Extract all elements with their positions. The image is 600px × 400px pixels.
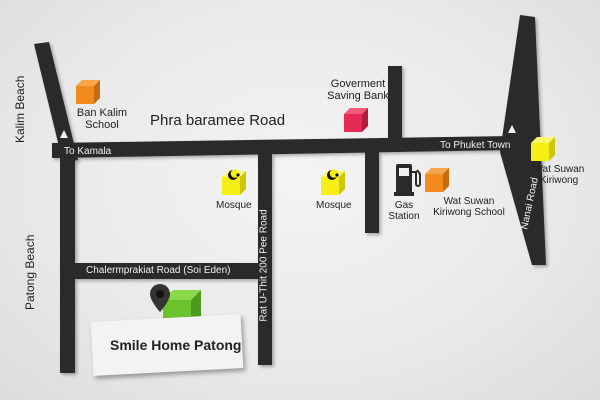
gas-line2: Station [388, 211, 420, 222]
kalim-beach-label: Kalim Beach [13, 75, 27, 143]
orange-cube-icon [425, 168, 449, 192]
wat-school-line2: Kiriwong School [433, 207, 505, 218]
kalim-road [34, 42, 78, 163]
patong-beach-label: Patong Beach [23, 234, 37, 310]
gas-line1: Gas [394, 200, 414, 211]
destination-label[interactable]: Smile Home Patong [110, 337, 242, 353]
bank-side-street [388, 66, 402, 144]
government-bank-label: Goverment Saving Bank [316, 78, 400, 102]
arrow-up-icon-kamala [60, 130, 68, 138]
crescent-star-icon [321, 169, 345, 195]
crescent-star-icon [222, 169, 246, 195]
orange-cube-icon [76, 80, 100, 104]
gas-station-label: Gas Station [384, 200, 424, 222]
gas-station-street [365, 148, 379, 233]
wat-suwan-school-label: Wat Suwan Kiriwong School [424, 196, 514, 218]
mosque-right-label: Mosque [316, 200, 352, 211]
phra-baramee-road-label: Phra baramee Road [150, 112, 286, 129]
rat-u-thit-road [258, 150, 272, 365]
to-phuket-town-label: To Phuket Town [440, 140, 511, 151]
wat-kiriwong-line2: Kiriwong [539, 175, 579, 186]
chalermprakiat-road [60, 263, 272, 279]
yellow-cube-icon [531, 137, 555, 161]
ban-kalim-line1: Ban Kalim [76, 107, 128, 119]
ban-kalim-line2: School [85, 119, 119, 131]
arrow-up-icon-phuket [508, 125, 516, 133]
mosque-left-label: Mosque [216, 200, 252, 211]
nanai-road [500, 15, 546, 265]
bank-line2: Saving Bank [327, 90, 389, 102]
to-kamala-label: To Kamala [64, 146, 112, 157]
chalermprakiat-road-label: Chalermprakiat Road (Soi Eden) [86, 265, 231, 276]
red-cube-icon [344, 108, 368, 132]
location-pin-icon [150, 284, 170, 312]
fuel-pump-icon [394, 164, 421, 196]
rat-u-thit-road-label: Rat U-Thit 200 Pee Road [258, 209, 270, 322]
wat-suwan-kiriwong-label: Wat Suwan Kiriwong [524, 164, 594, 186]
wat-school-line1: Wat Suwan [443, 196, 495, 207]
ban-kalim-school-label: Ban Kalim School [70, 107, 134, 131]
bank-line1: Goverment [330, 78, 386, 90]
wat-kiriwong-line1: Wat Suwan [533, 164, 585, 175]
